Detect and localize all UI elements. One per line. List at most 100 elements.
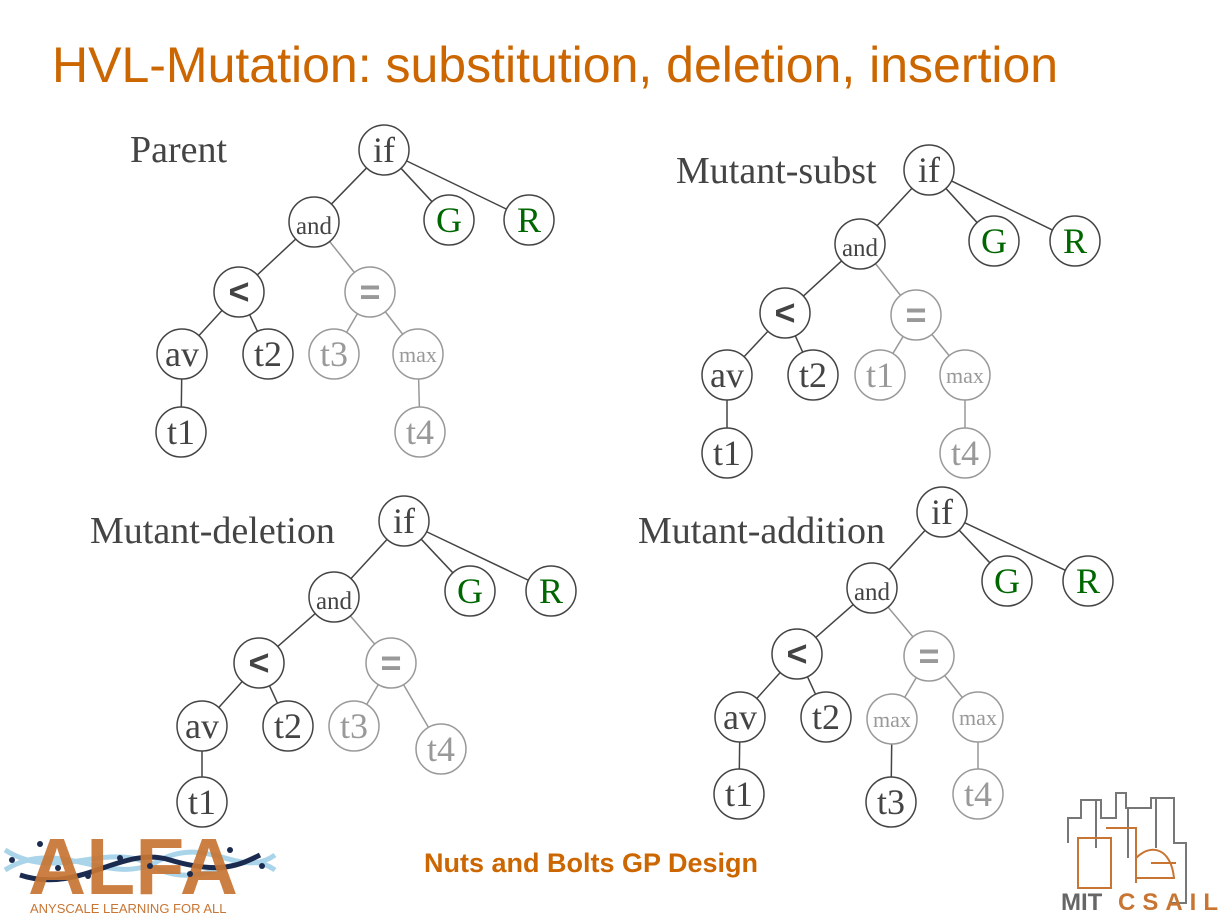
node-label: t4 [964,774,992,814]
tree-node: = [345,267,395,317]
node-label: G [994,561,1020,601]
tree-edge [945,675,963,697]
alfa-logo: ALFA ANYSCALE LEARNING FOR ALL [0,830,280,920]
tree-edge [875,264,900,296]
tree-edge [795,336,802,352]
tree-edge [888,607,913,637]
tree-node: = [366,638,416,688]
node-label: t3 [320,334,348,374]
tree-node: t4 [416,724,466,774]
tree-edge [946,188,977,222]
tree-edge [278,614,315,647]
tree-label: Mutant-deletion [90,510,335,552]
tree-node: t1 [855,350,905,400]
tree-edge [404,685,429,728]
tree-edge [419,379,420,407]
tree-edge [385,312,402,334]
tree-edge [330,242,355,273]
node-label: and [296,213,333,240]
tree-node: av [157,329,207,379]
node-label: R [539,571,563,611]
tree-edge [401,168,432,201]
tree-node: t3 [329,701,379,751]
node-label: max [959,705,997,730]
node-label: max [946,363,984,388]
tree-node: max [940,350,990,400]
node-label: t4 [406,412,434,452]
tree-edge [816,605,853,638]
tree-node: G [969,216,1019,266]
tree-node: if [379,496,429,546]
tree-node: and [309,572,359,622]
node-label: t4 [427,729,455,769]
node-label: = [918,635,939,676]
node-label: t2 [812,697,840,737]
tree-node: t2 [263,701,313,751]
tree-edge [877,188,912,225]
node-label: G [436,200,462,240]
tree-node: t1 [156,407,206,457]
tree-node: av [715,692,765,742]
node-label: = [905,294,926,335]
tree-edge [331,168,366,204]
tree-node: t1 [702,428,752,478]
node-label: < [248,642,269,683]
node-label: R [1076,561,1100,601]
tree-node: t1 [714,769,764,819]
tree-node: < [760,288,810,338]
tree-node: = [904,631,954,681]
tree-node: if [904,145,954,195]
tree-edge [889,530,925,569]
tree-node: t2 [788,350,838,400]
tree-node: < [772,629,822,679]
node-label: t1 [866,355,894,395]
tree-edge [269,686,277,704]
tree-node: < [214,267,264,317]
node-label: R [1063,221,1087,261]
tree-node: t2 [243,329,293,379]
tree-node: and [289,197,339,247]
tree-edge [807,677,815,695]
mit-text: MIT [1061,889,1103,916]
slide-footer: Nuts and Bolts GP Design [424,848,758,879]
node-label: t4 [951,433,979,473]
node-label: t2 [274,706,302,746]
node-label: av [165,334,199,374]
node-label: t3 [877,782,905,822]
node-label: if [393,501,415,541]
mit-csail-logo: MIT CSAIL [1056,788,1226,918]
node-label: t1 [167,412,195,452]
tree-edge [421,539,453,573]
tree-node: t4 [953,769,1003,819]
node-label: av [185,706,219,746]
tree-edge [351,539,387,578]
node-label: t2 [799,355,827,395]
tree-node: max [867,694,917,744]
node-label: G [457,571,483,611]
tree-node: R [1050,216,1100,266]
node-label: and [842,235,879,262]
tree-label: Mutant-addition [638,510,885,552]
node-label: if [931,492,953,532]
alfa-tagline: ANYSCALE LEARNING FOR ALL [30,901,227,916]
node-label: < [774,292,795,333]
tree-edge [905,678,917,698]
tree-edge [744,331,768,356]
node-label: and [316,588,353,615]
tree-node: t3 [866,777,916,827]
tree-label: Mutant-subst [676,150,877,192]
node-label: = [359,271,380,312]
tree-edge [250,315,258,332]
tree-node: and [835,219,885,269]
tree-node: G [424,195,474,245]
tree-edge [350,616,374,644]
tree-node: av [177,701,227,751]
tree-node: t1 [177,777,227,827]
node-label: t1 [713,433,741,473]
tree-edge [932,334,949,355]
tree-edge [199,310,222,335]
tree-node: if [917,487,967,537]
